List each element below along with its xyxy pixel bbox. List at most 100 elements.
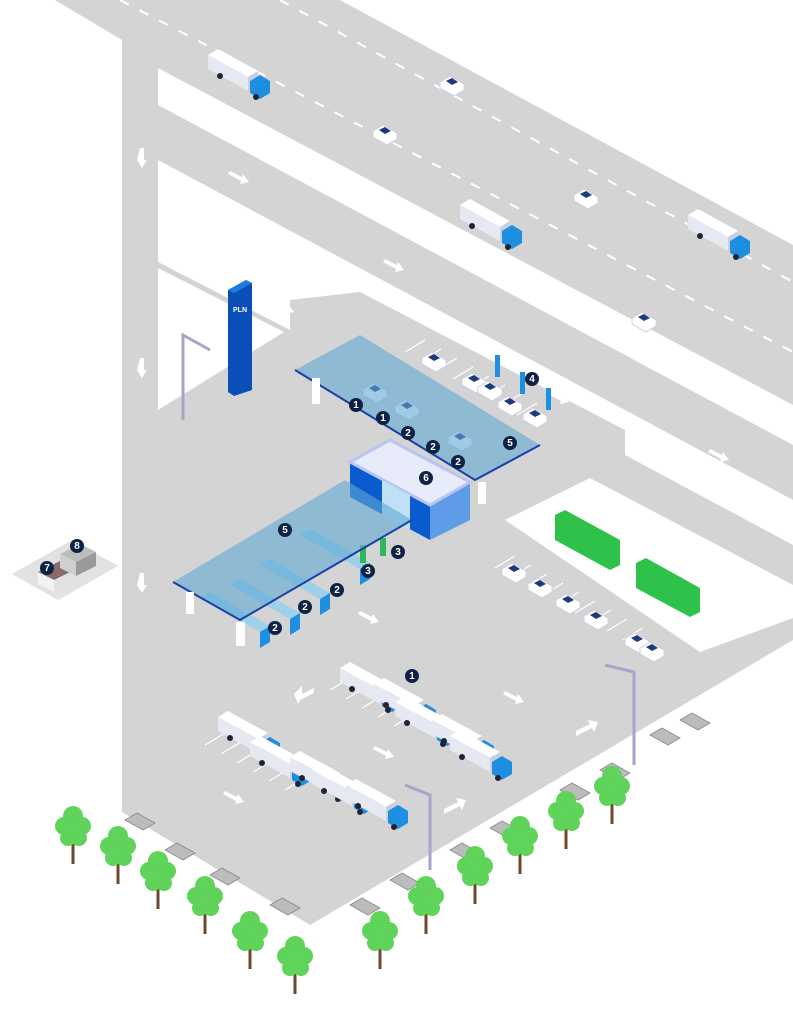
marker-label: 2: [272, 623, 278, 634]
tree-foliage: [556, 805, 576, 825]
truck-trailer-top: [460, 199, 510, 227]
car: [421, 351, 447, 373]
marker-label: 1: [353, 400, 359, 411]
parking-line: [204, 732, 226, 746]
bench: [164, 842, 196, 861]
grass-strip-access: [158, 160, 793, 545]
car: [522, 407, 548, 429]
wheel: [227, 735, 233, 741]
tree: [232, 911, 268, 969]
transformer-8: [60, 544, 96, 562]
marker-label: 2: [430, 442, 436, 453]
marker-badge: [330, 583, 344, 597]
car: [639, 641, 665, 663]
canopies: [172, 335, 541, 646]
arrow-icon: [137, 358, 147, 378]
hedge: [555, 510, 620, 570]
car: [439, 75, 465, 97]
truck-trailer-top: [374, 678, 424, 706]
car-window: [534, 580, 546, 587]
arrow-icon: [576, 720, 598, 736]
arrow-icon: [228, 171, 249, 184]
marker-label: 3: [365, 566, 371, 577]
number-marker: 2: [451, 455, 465, 469]
tree: [140, 851, 176, 909]
bus-cab: [320, 593, 330, 615]
bus-cab: [290, 613, 300, 635]
tree: [362, 911, 398, 969]
truck-trailer-top: [688, 209, 738, 237]
truck-cab: [730, 235, 750, 259]
hedge: [636, 558, 700, 617]
car: [631, 311, 657, 333]
marker-badge: [40, 561, 54, 575]
marker-badge: [349, 398, 363, 412]
car: [477, 380, 503, 402]
number-marker: 2: [330, 583, 344, 597]
truck-trailer-top: [450, 730, 500, 758]
tree: [100, 826, 136, 884]
marker-label: 5: [282, 525, 288, 536]
truck-trailer-side: [395, 702, 435, 738]
ev-charger: [546, 388, 551, 410]
wheel: [495, 775, 501, 781]
wheel: [355, 803, 361, 809]
car: [555, 593, 581, 615]
truck: [450, 730, 512, 781]
lane-arrows: [137, 148, 769, 814]
bus-cab: [260, 626, 270, 648]
wheel: [385, 707, 391, 713]
wheel: [733, 254, 739, 260]
tree-foliage: [195, 890, 215, 910]
number-marker: 1: [349, 398, 363, 412]
parking-line: [574, 600, 596, 614]
marker-label: 4: [529, 374, 535, 385]
arrow-icon: [358, 611, 379, 624]
wheel: [349, 686, 355, 692]
bench: [679, 712, 711, 731]
arrow-icon: [137, 148, 147, 168]
marker-label: 1: [409, 671, 415, 682]
car-window: [446, 78, 458, 85]
tree: [457, 846, 493, 904]
tree-trunk: [116, 858, 120, 884]
truck-cab: [502, 225, 522, 249]
marker-label: 2: [455, 457, 461, 468]
hedges: [555, 510, 700, 617]
arrow-icon: [503, 691, 524, 704]
marker-badge: [376, 411, 390, 425]
sign-logo: PLN: [233, 307, 247, 314]
wheel: [459, 754, 465, 760]
truck-trailer-side: [460, 205, 500, 241]
number-marker: 8: [70, 539, 84, 553]
trees: [55, 766, 630, 994]
car-window: [508, 565, 520, 572]
truck-cab: [250, 75, 270, 99]
truck-trailer-side: [340, 668, 380, 704]
tree-trunk: [473, 878, 477, 904]
number-marker: 1: [405, 669, 419, 683]
car-window: [484, 383, 496, 390]
truck-charging-canopy: [173, 480, 412, 620]
tree-trunk: [424, 908, 428, 934]
car-window: [631, 635, 643, 642]
arrow-icon: [223, 791, 244, 804]
tree-foliage: [510, 830, 530, 850]
marker-badge: [525, 372, 539, 386]
parking-line: [494, 555, 516, 569]
truck-charger: [380, 538, 386, 556]
truck-trailer-top: [250, 736, 300, 764]
truck: [346, 779, 408, 830]
car-window: [504, 398, 516, 405]
tree-foliage: [108, 840, 128, 860]
tree: [55, 806, 91, 864]
tree-trunk: [156, 883, 160, 909]
car-charging-canopy: [295, 335, 540, 480]
car-window: [428, 354, 440, 361]
parking-line: [404, 339, 426, 353]
tree-trunk: [610, 798, 614, 824]
price-sign-pylon: PLN: [228, 280, 252, 396]
arrow-icon: [383, 259, 404, 272]
car-window: [468, 375, 480, 382]
bench: [124, 812, 156, 831]
